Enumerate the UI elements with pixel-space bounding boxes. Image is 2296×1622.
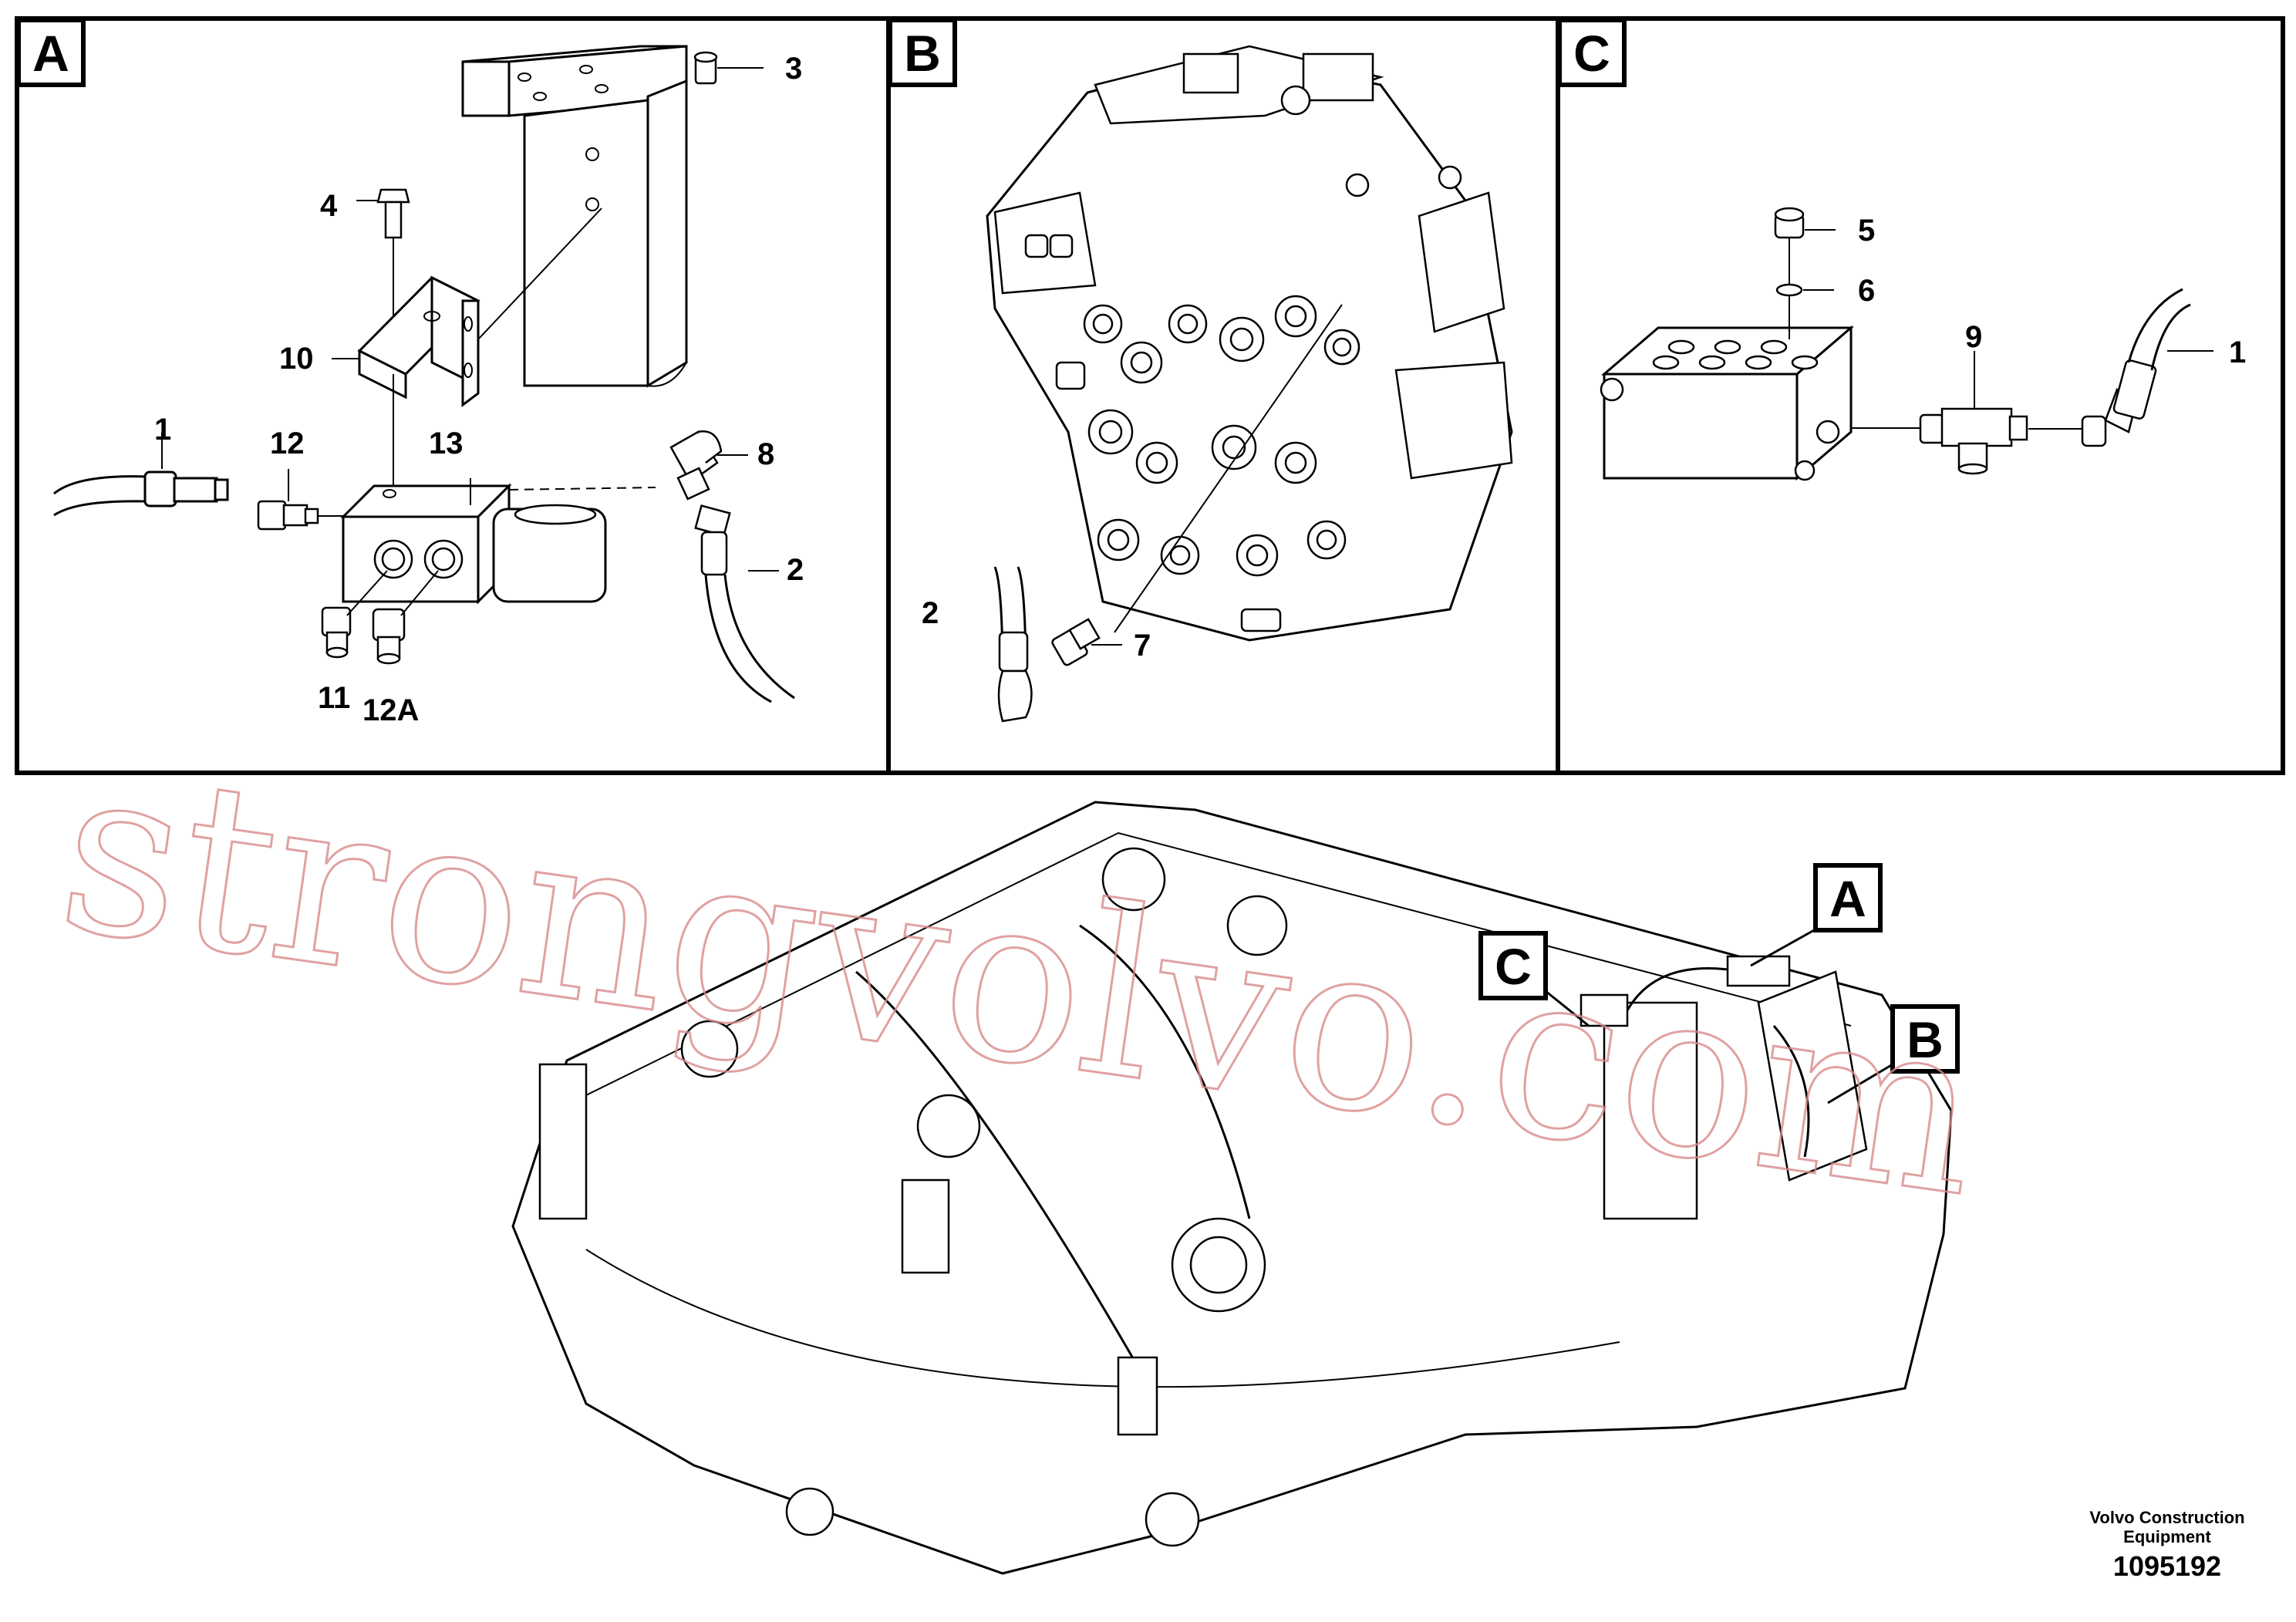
hose-c-1 [2081, 288, 2213, 447]
overview-label-c: C [1478, 931, 1590, 1027]
callout-c6: 6 [1858, 274, 1875, 308]
valve-block-13 [340, 478, 607, 605]
callout-a11: 11 [318, 681, 350, 715]
callout-a8: 8 [757, 437, 774, 471]
spool-caps [1055, 85, 1462, 632]
panel-b-drawing: 2 7 [922, 45, 1513, 723]
callout-c5: 5 [1858, 214, 1875, 248]
tee-fitting-9 [1919, 351, 2082, 475]
callout-a3: 3 [785, 52, 802, 86]
panel-a-drawing: 3 4 10 1 12 13 8 2 11 12A [53, 45, 804, 727]
overview-label-b: B [1827, 1004, 1960, 1104]
callout-a13: 13 [429, 427, 464, 460]
panel-frames [15, 16, 2285, 775]
fitting-12 [257, 469, 346, 531]
panel-label-c: C [1557, 18, 1627, 87]
callout-a4: 4 [320, 189, 338, 223]
panel-label-b: B [888, 18, 957, 87]
hose-1 [53, 432, 229, 517]
callout-a2: 2 [787, 553, 804, 587]
bracket [461, 45, 688, 388]
plate-10 [332, 275, 480, 407]
manifold-block [1600, 325, 1855, 481]
fitting-b-7 [1051, 618, 1122, 666]
callout-b7: 7 [1134, 629, 1151, 663]
overview-letter-a: A [1829, 870, 1866, 927]
fitting-11 [321, 570, 388, 659]
callout-a10: 10 [279, 342, 314, 376]
hose-2 [694, 504, 795, 703]
callout-c9: 9 [1965, 320, 1982, 354]
panel-letter-a: A [32, 25, 69, 82]
fitting-12a [372, 570, 439, 665]
panel-letter-c: C [1573, 25, 1610, 82]
company-line-2: Equipment [2123, 1527, 2211, 1546]
panel-letter-b: B [904, 25, 941, 82]
seal-6 [1775, 283, 1834, 339]
company-line-1: Volvo Construction [2089, 1508, 2244, 1527]
panel-label-a: A [16, 18, 86, 87]
bolt-4 [356, 188, 410, 347]
drawing-number: 1095192 [2113, 1550, 2221, 1582]
overview-letter-b: B [1907, 1011, 1944, 1068]
bolt-3 [693, 51, 764, 85]
hose-b-2 [993, 566, 1033, 723]
callout-a12A: 12A [362, 693, 419, 727]
footer: Volvo Construction Equipment 1095192 [2089, 1508, 2244, 1582]
panel-c-drawing: 5 6 9 1 [1600, 207, 2246, 481]
upper-frame-overview [511, 801, 1953, 1575]
plug-5 [1774, 207, 1836, 285]
callout-c1: 1 [2229, 336, 2246, 369]
overview-label-a: A [1750, 863, 1883, 967]
callout-a1: 1 [154, 413, 171, 447]
elbow-8 [669, 430, 748, 501]
callout-a12: 12 [270, 427, 305, 460]
overview-letter-c: C [1495, 938, 1532, 995]
callout-b2: 2 [922, 596, 939, 630]
